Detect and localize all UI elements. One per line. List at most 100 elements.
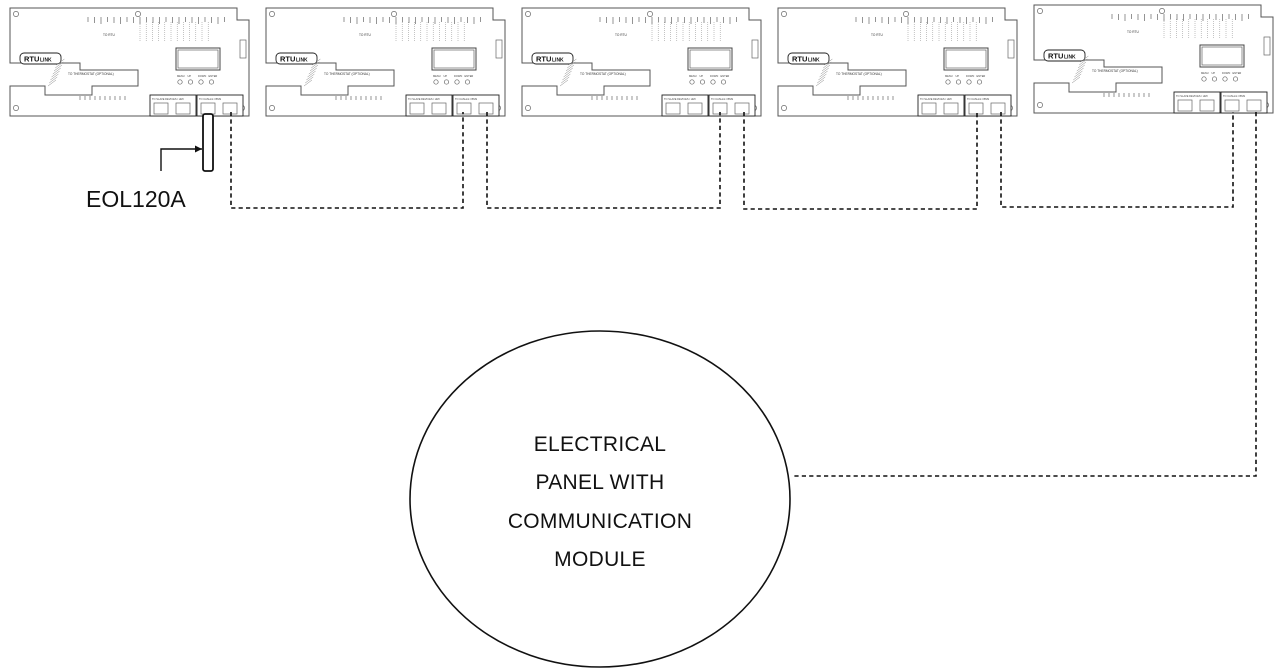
lcd-screen: [433, 49, 475, 69]
slave-devices-label: TO SLAVE DEVICES / HMI: [1176, 94, 1208, 98]
thermostat-pin-text: [564, 67, 573, 75]
cas-bms-label: TO CASLink / BMS: [455, 97, 477, 101]
thermostat-pin-text: [1080, 55, 1089, 63]
mounting-hole-icon: [647, 11, 653, 17]
mounting-hole-icon: [525, 11, 531, 17]
button-label-menu: MENU: [177, 74, 185, 78]
mounting-hole-icon: [269, 105, 275, 111]
slave-port-1: [153, 102, 169, 115]
cas-connector-group: [1220, 91, 1268, 114]
button-menu: [177, 79, 183, 85]
mounting-hole-icon: [135, 11, 141, 17]
thermostat-pin-text: [1076, 64, 1085, 72]
cas-connector-group: [964, 94, 1012, 117]
slave-connector-group: [149, 94, 197, 117]
thermostat-pin-text: [55, 61, 64, 69]
thermostat-pin-text: [56, 58, 65, 66]
thermostat-pin-text: [52, 67, 61, 75]
panel-text-line-3: COMMUNICATION: [508, 510, 692, 533]
panel-outline: [409, 330, 791, 668]
slave-devices-label: TO SLAVE DEVICES / HMI: [664, 97, 696, 101]
lcd-screen: [177, 49, 219, 69]
button-up: [187, 79, 194, 85]
button-label-up: UP: [700, 74, 704, 78]
thermostat-pin-text: [821, 64, 831, 72]
button-menu: [1201, 76, 1207, 82]
thermostat-pin-text: [815, 79, 825, 87]
to-rtu-label: TO RTU: [1127, 30, 1139, 34]
slave-port-1: [665, 102, 681, 115]
panel-text-line-1: ELECTRICAL: [534, 433, 667, 456]
slave-port-2: [175, 102, 191, 115]
thermostat-label: TO THERMOSTAT (OPTIONAL): [68, 72, 114, 76]
thermostat-pin-text: [308, 67, 317, 75]
bus-wire-board1-to-board2: [230, 112, 464, 209]
thermostat-pin-text: [1073, 73, 1082, 81]
side-connector: [495, 39, 503, 59]
button-label-menu: MENU: [689, 74, 697, 78]
slave-devices-label: TO SLAVE DEVICES / HMI: [152, 97, 184, 101]
cas-bms-label: TO CASLink / BMS: [199, 97, 221, 101]
button-label-down: DOWN: [454, 74, 462, 78]
button-label-enter: ENTER: [465, 74, 474, 78]
button-up: [1211, 76, 1218, 82]
thermostat-label: TO THERMOSTAT (OPTIONAL): [324, 72, 370, 76]
cas-bms-label: TO CASLink / BMS: [967, 97, 989, 101]
logo-text: RTU: [280, 55, 295, 64]
thermostat-pin-text: [561, 76, 570, 84]
thermostat-label: TO THERMOSTAT (OPTIONAL): [1092, 69, 1138, 73]
logo-suffix-text: LINK: [552, 58, 564, 64]
to-rtu-label: TO RTU: [359, 33, 371, 37]
button-down: [198, 79, 204, 85]
thermostat-pin-text: [819, 70, 828, 78]
button-label-down: DOWN: [966, 74, 974, 78]
button-menu: [689, 79, 695, 85]
mounting-hole-icon: [781, 105, 787, 111]
to-rtu-label: TO RTU: [615, 33, 627, 37]
panel-text-line-2: PANEL WITH: [535, 471, 664, 494]
button-label-menu: MENU: [945, 74, 953, 78]
board-outline: [521, 7, 762, 117]
side-connector: [751, 39, 759, 59]
logo-suffix-text: LINK: [808, 58, 820, 64]
slave-port-1: [921, 102, 937, 115]
thermostat-pin-text: [563, 70, 572, 78]
eol-pointer-line: [160, 148, 202, 171]
cas-port-2: [990, 102, 1006, 115]
side-connector: [1263, 36, 1271, 56]
bus-wire-board2-to-board3: [486, 112, 721, 209]
mounting-hole-icon: [903, 11, 909, 17]
thermostat-pin-text: [562, 73, 571, 81]
thermostat-pin-text: [303, 79, 313, 87]
button-label-enter: ENTER: [977, 74, 986, 78]
thermostat-pin-text: [1075, 67, 1084, 75]
cas-bms-label: TO CASLink / BMS: [1223, 94, 1245, 98]
thermostat-label: TO THERMOSTAT (OPTIONAL): [580, 72, 626, 76]
button-enter: [976, 79, 983, 85]
cas-port-1: [456, 102, 472, 115]
bus-wire-board5-to-panel: [793, 112, 1257, 477]
cas-port-1: [968, 102, 984, 115]
lcd-screen: [1201, 46, 1243, 66]
button-enter: [720, 79, 727, 85]
button-label-enter: ENTER: [1233, 71, 1242, 75]
slave-connector-group: [1173, 91, 1221, 114]
slave-port-2: [687, 102, 703, 115]
thermostat-pin-text: [824, 58, 833, 66]
thermostat-pin-text: [51, 70, 60, 78]
button-up: [955, 79, 962, 85]
logo-badge: [787, 52, 830, 65]
logo-suffix-text: LINK: [40, 58, 52, 64]
mounting-hole-icon: [269, 11, 275, 17]
thermostat-pin-text: [306, 73, 315, 81]
button-label-menu: MENU: [1201, 71, 1209, 75]
side-connector: [1007, 39, 1015, 59]
thermostat-pin-text: [309, 64, 319, 72]
thermostat-pin-text: [820, 67, 829, 75]
cas-connector-group: [196, 94, 244, 117]
cas-bms-label: TO CASLink / BMS: [711, 97, 733, 101]
logo-suffix-text: LINK: [296, 58, 308, 64]
mounting-hole-icon: [13, 11, 19, 17]
